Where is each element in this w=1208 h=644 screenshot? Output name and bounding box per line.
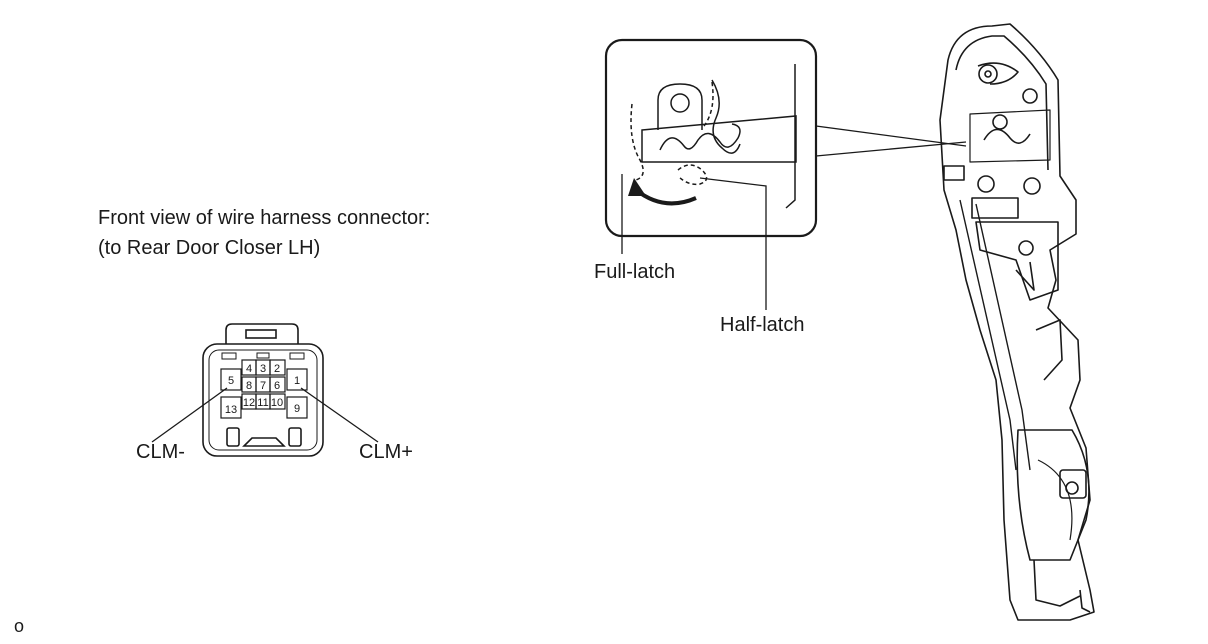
- caption-line-2: (to Rear Door Closer LH): [98, 237, 321, 259]
- latch-slot: [641, 115, 797, 163]
- pin-7-number: 7: [260, 380, 266, 392]
- closer-rod-left: [959, 199, 1017, 471]
- closer-motor-housing: [1016, 429, 1090, 561]
- pin-9-number: 9: [294, 403, 300, 415]
- pin-8-cell: [241, 376, 257, 393]
- closer-outline: [939, 23, 1095, 621]
- striker: [657, 83, 703, 130]
- clm-minus-leader: [151, 387, 228, 443]
- pin-12-number: 12: [243, 397, 255, 409]
- pin-3-number: 3: [260, 363, 266, 375]
- pin-1-cell: [286, 368, 308, 391]
- half-latch-label: Half-latch: [720, 314, 805, 336]
- closer-latch-hook: [983, 128, 1031, 144]
- pin-5-cell: [220, 368, 242, 391]
- rotation-arrowhead: [628, 178, 646, 196]
- figure-code: o: [14, 616, 25, 636]
- closer-gear-arc: [1037, 459, 1073, 541]
- bolt-upper: [978, 64, 998, 84]
- pin-11-number: 11: [257, 397, 268, 409]
- pin-6-number: 6: [274, 380, 280, 392]
- pin-4-number: 4: [246, 363, 252, 375]
- inset-frame: [604, 38, 818, 238]
- latch-hook-full: [659, 123, 741, 151]
- full-latch-label: Full-latch: [594, 261, 676, 283]
- bolt-center: [992, 114, 1008, 130]
- half-latch-leader: [699, 177, 767, 310]
- connector-housing: [202, 343, 324, 457]
- key-slot-left: [226, 427, 240, 447]
- motor-pivot: [1065, 481, 1079, 495]
- bolt-lower-right: [1023, 177, 1041, 195]
- pin-10-number: 10: [271, 397, 283, 409]
- closer-bracket: [975, 221, 1059, 301]
- closer-latch-slot: [969, 109, 1051, 163]
- pin-9-cell: [286, 396, 308, 419]
- clm-plus-leader: [300, 387, 379, 443]
- bolt-right: [1022, 88, 1038, 104]
- pin-13-number: 13: [225, 404, 237, 416]
- pin-8-number: 8: [246, 380, 252, 392]
- caption-line-1: Front view of wire harness connector:: [98, 207, 431, 229]
- connector-lock: [245, 329, 277, 339]
- pin-1-number: 1: [294, 375, 300, 387]
- striker-hole: [670, 93, 690, 113]
- pin-2-number: 2: [274, 363, 280, 375]
- pin-12-cell: [241, 393, 257, 410]
- key-ramp: [242, 437, 286, 447]
- connector-latch-tab: [225, 323, 299, 344]
- clm-minus-label: CLM-: [136, 441, 185, 463]
- bolt-mid: [1018, 240, 1034, 256]
- key-slot-right: [288, 427, 302, 447]
- bolt-lower-left: [977, 175, 995, 193]
- clm-plus-label: CLM+: [359, 441, 413, 463]
- latch-full-dashed: [630, 103, 644, 181]
- pin-5-number: 5: [228, 375, 234, 387]
- closer-rod-right: [975, 203, 1031, 471]
- pin-13-cell: [220, 396, 242, 419]
- pin-4-cell: [241, 359, 257, 376]
- latch-hook: [711, 79, 741, 154]
